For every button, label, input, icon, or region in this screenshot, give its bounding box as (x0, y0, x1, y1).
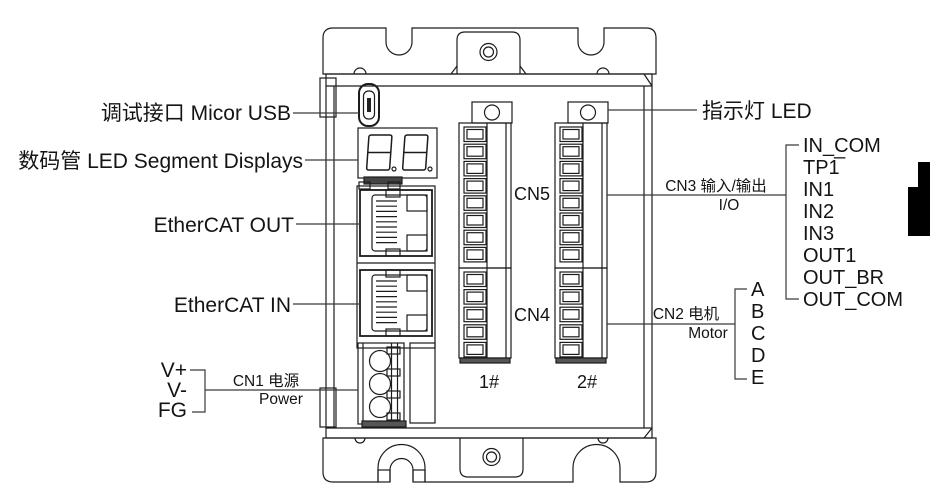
ethernet-ports-housing (356, 185, 436, 349)
ethercat-out-port (359, 189, 433, 257)
diagram-labels: 调试接口 Micor USB 数码管 LED Segment Displays … (18, 100, 903, 422)
power-connector-cn1 (357, 342, 436, 428)
label-block-1: 1# (479, 372, 499, 392)
label-cn2-en: Motor (688, 325, 728, 342)
label-cn1-en: Power (259, 391, 303, 408)
io-pin-in2: IN2 (803, 201, 834, 223)
label-indicator-led: 指示灯 LED (702, 100, 812, 123)
io-pin-in3: IN3 (803, 223, 834, 245)
label-cn4: CN4 (514, 305, 550, 325)
left-clamp-top (319, 77, 337, 118)
led-segment-display (357, 127, 438, 185)
label-segment-display: 数码管 LED Segment Displays (18, 150, 303, 173)
motor-pin-b: B (751, 301, 764, 323)
bottom-mounting-plate (322, 437, 657, 483)
top-screw-tab (456, 31, 521, 74)
io-pin-out-br: OUT_BR (803, 267, 884, 289)
label-cn5: CN5 (514, 184, 550, 204)
terminal-block-2 (555, 102, 608, 363)
label-cn1: CN1 电源 (233, 372, 299, 390)
motor-pin-c: C (751, 323, 765, 345)
label-block-2: 2# (577, 372, 597, 392)
label-ethercat-out: EtherCAT OUT (154, 214, 295, 237)
bottom-screw-hole (482, 447, 501, 467)
label-debug-usb: 调试接口 Micor USB (101, 102, 291, 125)
io-pin-tp1: TP1̅ (803, 156, 846, 179)
left-clamp-bottom (319, 387, 337, 428)
power-pin-vplus: V+ (161, 359, 187, 382)
edge-marker (908, 162, 930, 236)
bracket-power-pins (190, 369, 206, 413)
motor-pin-e: E (751, 367, 764, 389)
bracket-io-pins (785, 144, 799, 300)
io-pin-out-com: OUT_COM (803, 289, 903, 311)
device-drawing (319, 27, 657, 483)
io-pin-in-com: IN_COM (803, 135, 881, 157)
label-cn3-en: I/O (719, 197, 740, 214)
ethercat-in-port (359, 269, 433, 337)
motor-pin-d: D (751, 345, 765, 367)
leader-lines (190, 109, 799, 413)
power-pin-vminus: V- (167, 379, 187, 402)
motor-pin-a: A (751, 279, 765, 301)
bracket-motor-pins (734, 288, 747, 380)
label-cn2: CN2 电机 (653, 305, 720, 323)
label-cn3: CN3 输入/输出 (665, 177, 767, 195)
top-mounting-plate (322, 27, 657, 75)
top-screw-hole (479, 42, 498, 62)
label-ethercat-in: EtherCAT IN (174, 294, 291, 317)
io-pin-out1: OUT1 (803, 245, 856, 267)
terminal-block-1 (459, 102, 512, 363)
io-pin-in1: IN1 (803, 179, 834, 201)
power-pin-fg: FG (158, 399, 187, 422)
bottom-screw-tab (459, 438, 524, 478)
micro-usb-port (358, 83, 380, 127)
